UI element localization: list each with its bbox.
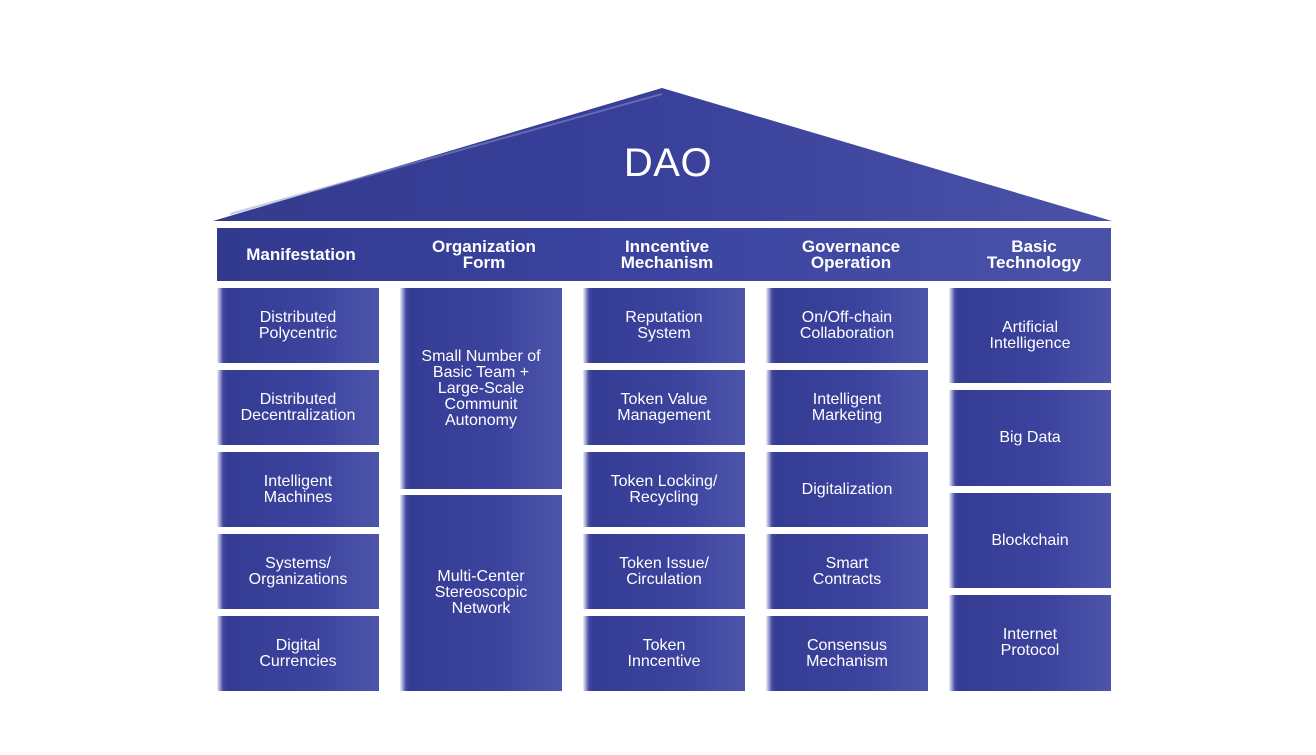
pillar-block-distributed-polycentric: Distributed Polycentric (217, 288, 379, 363)
pillar-block-digitalization: Digitalization (766, 452, 928, 527)
pillar-block-intelligent-machines: Intelligent Machines (217, 452, 379, 527)
column-header-basic-technology: Basic Technology (986, 236, 1082, 272)
column-header-manifestation: Manifestation (246, 244, 356, 264)
column-header-governance-operation: Governance Operation (801, 236, 901, 272)
roof-shape (213, 88, 1112, 221)
pillar-block-artificial-intelligence: Artificial Intelligence (949, 288, 1111, 383)
pillar-block-intelligent-marketing: Intelligent Marketing (766, 370, 928, 445)
pillar-block-token-inncentive: Token Inncentive (583, 616, 745, 691)
header-bar (217, 228, 1111, 281)
pillar-block-blockchain: Blockchain (949, 493, 1111, 588)
column-header-organization-form: Organization Form (432, 236, 536, 272)
pillar-block-big-data: Big Data (949, 390, 1111, 486)
pillar-block-systems-organizations: Systems/ Organizations (217, 534, 379, 609)
pillar-block-on-off-chain-collaboration: On/Off-chain Collaboration (766, 288, 928, 363)
pillar-block-small-number-of-basic-team-large-scale-communit-autonomy: Small Number of Basic Team + Large-Scale… (400, 288, 562, 489)
dao-title: DAO (623, 141, 713, 185)
pillar-block-token-locking-recycling: Token Locking/ Recycling (583, 452, 745, 527)
roof-highlight (229, 93, 663, 215)
pillar-block-multi-center-stereoscopic-network: Multi-Center Stereoscopic Network (400, 495, 562, 691)
pillar-block-internet-protocol: Internet Protocol (949, 595, 1111, 691)
pillar-block-digital-currencies: Digital Currencies (217, 616, 379, 691)
pillar-block-token-value-management: Token Value Management (583, 370, 745, 445)
column-header-inncentive-mechanism: Inncentive Mechanism (620, 236, 714, 272)
pillar-block-smart-contracts: Smart Contracts (766, 534, 928, 609)
pillar-block-consensus-mechanism: Consensus Mechanism (766, 616, 928, 691)
pillar-block-reputation-system: Reputation System (583, 288, 745, 363)
pillar-block-distributed-decentralization: Distributed Decentralization (217, 370, 379, 445)
pillar-block-token-issue-circulation: Token Issue/ Circulation (583, 534, 745, 609)
